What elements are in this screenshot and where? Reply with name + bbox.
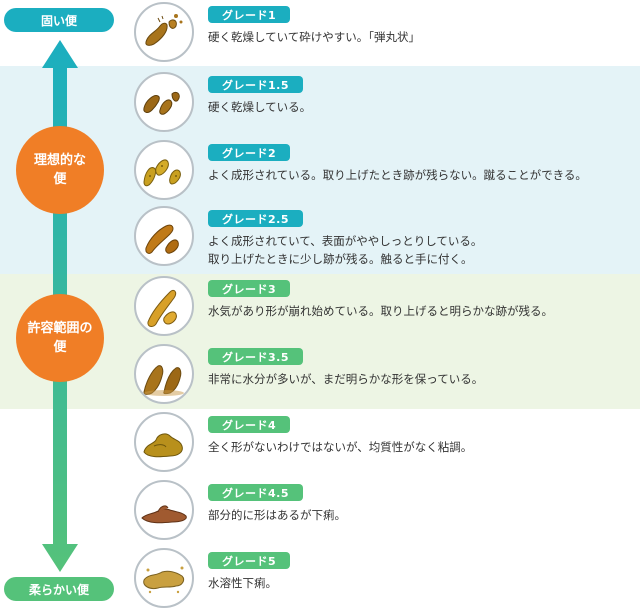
grade-description-line: 水気があり形が崩れ始めている。取り上げると明らかな跡が残る。	[208, 304, 553, 318]
stool-grade3-icon	[134, 276, 194, 336]
grade-badge: グレード4	[208, 416, 291, 433]
ideal-stool-zone: 理想的な便	[16, 126, 104, 214]
soft-stool-label: 柔らかい便	[4, 577, 114, 601]
ideal-zone-line2: 便	[53, 172, 67, 187]
grade-description-line: 取り上げたときに少し跡が残る。触ると手に付く。	[208, 252, 473, 266]
stool-grade4-icon	[134, 412, 194, 472]
ideal-zone-band	[0, 66, 640, 274]
acceptable-zone-line2: 便	[53, 340, 67, 355]
grade-description: 硬く乾燥していて砕けやすい。「弾丸状」	[208, 28, 628, 46]
stool-grade1-5-icon	[134, 72, 194, 132]
grade-description: 硬く乾燥している。	[208, 98, 628, 116]
grade-description: 全く形がないわけではないが、均質性がなく粘調。	[208, 438, 628, 456]
stool-grade2-icon	[134, 140, 194, 200]
stool-grade4-5-icon	[134, 480, 194, 540]
grade-description: 水気があり形が崩れ始めている。取り上げると明らかな跡が残る。	[208, 302, 628, 320]
grade-row-4: グレード4 全く形がないわけではないが、均質性がなく粘調。	[134, 412, 634, 476]
grade-row-2: グレード2 よく成形されている。取り上げたとき跡が残らない。蹴ることができる。	[134, 140, 634, 204]
grade-description-line: 全く形がないわけではないが、均質性がなく粘調。	[208, 440, 473, 454]
grade-description-line: よく成形されている。取り上げたとき跡が残らない。蹴ることができる。	[208, 168, 587, 182]
grade-badge: グレード3	[208, 280, 291, 297]
grade-badge: グレード1	[208, 6, 291, 23]
grade-description: よく成形されている。取り上げたとき跡が残らない。蹴ることができる。	[208, 166, 628, 184]
acceptable-zone-band	[0, 274, 640, 409]
grade-row-3-5: グレード3.5 非常に水分が多いが、まだ明らかな形を保っている。	[134, 344, 634, 408]
grade-row-2-5: グレード2.5 よく成形されていて、表面がややしっとりしている。 取り上げたとき…	[134, 206, 634, 270]
grade-description-line: 水溶性下痢。	[208, 576, 277, 590]
grade-description: 非常に水分が多いが、まだ明らかな形を保っている。	[208, 370, 628, 388]
ideal-zone-line1: 理想的な	[33, 152, 86, 168]
grade-description: よく成形されていて、表面がややしっとりしている。 取り上げたときに少し跡が残る。…	[208, 232, 628, 268]
grade-row-4-5: グレード4.5 部分的に形はあるが下痢。	[134, 480, 634, 544]
grade-row-3: グレード3 水気があり形が崩れ始めている。取り上げると明らかな跡が残る。	[134, 276, 634, 340]
acceptable-zone-line1: 許容範囲の	[27, 320, 93, 336]
grade-badge: グレード5	[208, 552, 291, 569]
grade-row-1: グレード1 硬く乾燥していて砕けやすい。「弾丸状」	[134, 2, 634, 66]
stool-grade2-5-icon	[134, 206, 194, 266]
grade-badge: グレード2.5	[208, 210, 303, 227]
grade-row-5: グレード5 水溶性下痢。	[134, 548, 634, 612]
hard-stool-label: 固い便	[4, 8, 114, 32]
stool-grade3-5-icon	[134, 344, 194, 404]
grade-description: 水溶性下痢。	[208, 574, 628, 592]
grade-description-line: よく成形されていて、表面がややしっとりしている。	[208, 234, 483, 248]
grade-badge: グレード1.5	[208, 76, 303, 93]
grade-badge: グレード4.5	[208, 484, 303, 501]
grade-description-line: 硬く乾燥していて砕けやすい。「弾丸状」	[208, 30, 421, 44]
grade-description-line: 硬く乾燥している。	[208, 100, 312, 114]
grade-description-line: 部分的に形はあるが下痢。	[208, 508, 346, 522]
grade-badge: グレード3.5	[208, 348, 303, 365]
grade-description-line: 非常に水分が多いが、まだ明らかな形を保っている。	[208, 372, 484, 386]
acceptable-stool-zone: 許容範囲の便	[16, 294, 104, 382]
grade-badge: グレード2	[208, 144, 291, 161]
grade-row-1-5: グレード1.5 硬く乾燥している。	[134, 72, 634, 136]
stool-grade5-icon	[134, 548, 194, 608]
stool-grade1-icon	[134, 2, 194, 62]
grade-description: 部分的に形はあるが下痢。	[208, 506, 628, 524]
